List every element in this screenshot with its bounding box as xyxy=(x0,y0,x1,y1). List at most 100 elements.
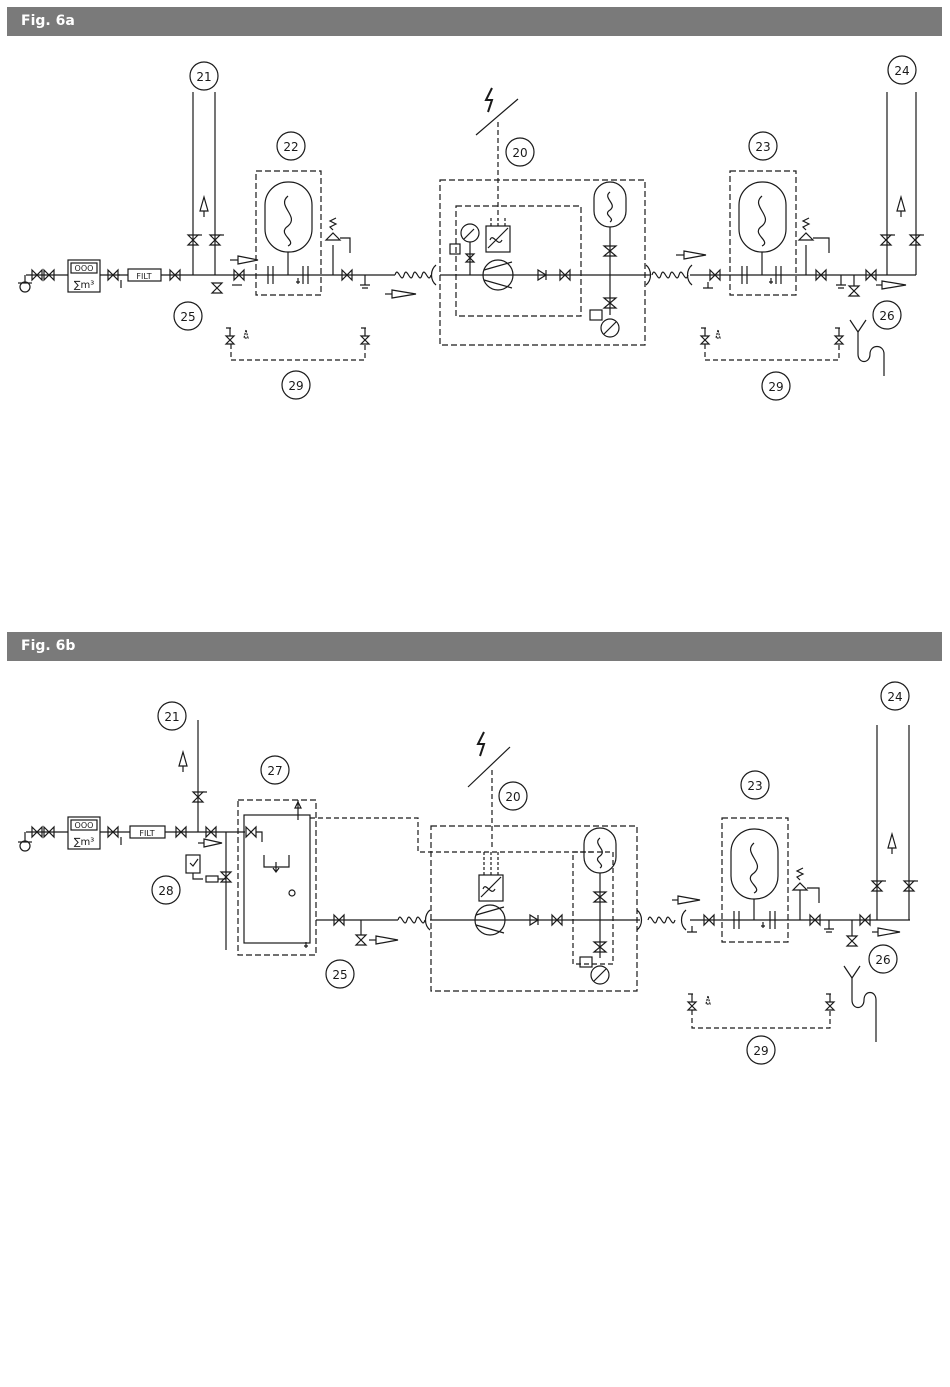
callout-number: 23 xyxy=(747,779,762,793)
safety-valve-icon xyxy=(326,218,350,275)
callout-number: 20 xyxy=(505,790,520,804)
flow-arrow-icon xyxy=(230,256,258,264)
compensator-icon xyxy=(398,917,425,923)
callout-26: 26 xyxy=(873,301,901,329)
filter-label: FILT xyxy=(136,272,151,281)
figure-title: Fig. 6b xyxy=(21,638,75,654)
filter-icon: FILT xyxy=(128,269,161,281)
water-meter-icon: OOO ∑m³ xyxy=(68,260,100,292)
callout-21: 21 xyxy=(190,62,218,90)
pipe-end-icon xyxy=(432,265,437,285)
flow-arrow-up-icon xyxy=(888,834,896,854)
flow-arrow-icon xyxy=(676,251,706,259)
figure-title: Fig. 6a xyxy=(21,13,75,29)
pressure-vessel-icon xyxy=(256,171,321,295)
valve-icon xyxy=(193,792,207,802)
callout-23: 23 xyxy=(749,132,777,160)
drain-icon xyxy=(703,282,713,288)
callout-21: 21 xyxy=(158,702,186,730)
flow-arrow-icon xyxy=(369,936,398,944)
filter-label: FILT xyxy=(139,829,154,838)
valve-icon xyxy=(881,235,895,245)
bypass-icon xyxy=(701,328,843,360)
callout-number: 22 xyxy=(283,140,298,154)
callout-number: 25 xyxy=(332,968,347,982)
callout-24: 24 xyxy=(888,56,916,84)
callout-29: 29 xyxy=(762,372,790,400)
callout-22: 22 xyxy=(277,132,305,160)
meter-counter-label: OOO xyxy=(75,264,94,273)
callout-23: 23 xyxy=(741,771,769,799)
valve-icon xyxy=(246,827,256,837)
valve-icon xyxy=(904,881,918,891)
inlet-connection-icon xyxy=(18,275,32,292)
drain-funnel-icon xyxy=(850,320,884,376)
callout-25: 25 xyxy=(174,302,202,330)
diagram-6a: OOO ∑m³ FILT 21 22 xyxy=(0,40,950,420)
flow-arrow-icon xyxy=(198,839,222,847)
callout-27: 27 xyxy=(261,756,289,784)
callout-26: 26 xyxy=(869,945,897,973)
callout-number: 27 xyxy=(267,764,282,778)
valve-icon xyxy=(108,270,121,288)
callout-number: 24 xyxy=(887,690,902,704)
callout-number: 29 xyxy=(768,380,783,394)
callout-20: 20 xyxy=(506,138,534,166)
flow-arrow-icon xyxy=(385,290,416,298)
callout-number: 29 xyxy=(753,1044,768,1058)
water-meter-icon: OOO ∑m³ xyxy=(68,817,100,849)
filter-icon: FILT xyxy=(130,826,165,838)
valve-icon xyxy=(356,920,366,945)
valve-icon xyxy=(910,235,924,245)
break-tank-icon xyxy=(238,800,316,955)
accumulator-icon xyxy=(590,182,626,337)
meter-counter-label: OOO xyxy=(75,821,94,830)
callout-25: 25 xyxy=(326,960,354,988)
drain-icon xyxy=(687,926,697,932)
callout-number: 21 xyxy=(196,70,211,84)
pressure-vessel-icon xyxy=(730,171,796,295)
callout-29: 29 xyxy=(282,371,310,399)
drain-icon xyxy=(836,275,846,288)
diagram-6b: OOO ∑m³ FILT 21 28 27 xyxy=(0,665,950,1065)
compensator-icon xyxy=(648,917,675,923)
pipe-end-icon xyxy=(682,910,687,930)
callout-29: 29 xyxy=(747,1036,775,1064)
compensator-icon xyxy=(652,272,688,278)
callout-number: 21 xyxy=(164,710,179,724)
flow-arrow-icon xyxy=(872,928,900,936)
flow-arrow-up-icon xyxy=(179,752,187,772)
power-supply-icon xyxy=(468,732,510,850)
valve-icon xyxy=(872,881,886,891)
callout-number: 26 xyxy=(875,953,890,967)
flow-arrow-icon xyxy=(876,281,906,289)
valve-icon xyxy=(188,235,202,245)
valve-icon xyxy=(210,235,224,245)
pump-unit-icon xyxy=(431,826,637,991)
figure-title-bar: Fig. 6a xyxy=(7,7,942,36)
flow-arrow-up-icon xyxy=(200,197,208,217)
callout-number: 26 xyxy=(879,309,894,323)
callout-20: 20 xyxy=(499,782,527,810)
pressure-switch-icon xyxy=(186,855,226,882)
callout-number: 24 xyxy=(894,64,909,78)
callout-number: 20 xyxy=(512,146,527,160)
pressure-vessel-icon xyxy=(722,818,788,942)
callout-number: 25 xyxy=(180,310,195,324)
control-line xyxy=(310,818,594,852)
drain-funnel-icon xyxy=(844,966,876,1042)
valve-icon xyxy=(232,270,244,285)
callout-number: 28 xyxy=(158,884,173,898)
meter-volume-label: ∑m³ xyxy=(74,837,95,848)
figure-title-bar: Fig. 6b xyxy=(7,632,942,661)
bypass-icon xyxy=(688,994,834,1028)
callout-number: 23 xyxy=(755,140,770,154)
valve-icon xyxy=(849,275,859,296)
drain-icon xyxy=(824,920,834,932)
pipe-end-icon xyxy=(426,910,431,930)
callout-number: 29 xyxy=(288,379,303,393)
callout-28: 28 xyxy=(152,876,180,904)
valve-icon xyxy=(847,920,857,946)
bypass-icon xyxy=(226,328,369,360)
flow-arrow-icon xyxy=(672,896,700,904)
